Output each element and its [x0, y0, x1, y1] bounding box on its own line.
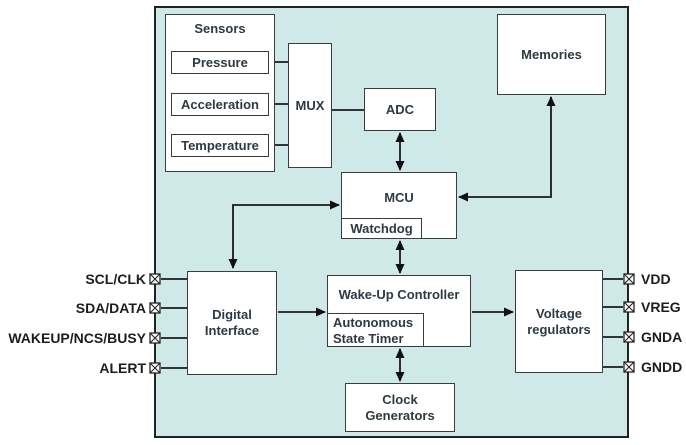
pin-pad-icon-sda-data	[149, 302, 161, 314]
pin-pad-icon-vdd	[623, 273, 635, 285]
pressure-block: Pressure	[171, 51, 269, 74]
mux-label: MUX	[295, 97, 325, 113]
mcu-block: MCU Watchdog	[341, 172, 457, 239]
adc-block: ADC	[364, 88, 436, 131]
autonomous-state-timer-block: Autonomous State Timer	[327, 313, 424, 347]
voltage-regulators-label: Voltage regulators	[527, 305, 591, 337]
pin-label-sda-data: SDA/DATA	[75, 300, 146, 316]
pin-pad-icon-scl-clk	[149, 273, 161, 285]
adc-label: ADC	[385, 101, 415, 117]
mux-block: MUX	[288, 43, 332, 168]
pin-label-vdd: VDD	[641, 271, 671, 287]
pin-pad-icon-gndd	[623, 361, 635, 373]
pin-pad-icon-wakeup-ncs-busy	[149, 332, 161, 344]
arrow-digitalinterface-mcu	[228, 200, 340, 269]
clock-generators-label: Clock Generators	[365, 391, 435, 423]
sensors-block: Sensors Pressure Acceleration Temperatur…	[165, 14, 275, 172]
memories-label: Memories	[521, 46, 582, 62]
clock-generators-block: Clock Generators	[345, 383, 455, 432]
sensors-title: Sensors	[194, 21, 246, 36]
wakeup-controller-label: Wake-Up Controller	[338, 287, 460, 303]
pin-pad-icon-vreg	[623, 301, 635, 313]
watchdog-block: Watchdog	[341, 218, 422, 239]
acceleration-label: Acceleration	[180, 96, 260, 112]
temperature-block: Temperature	[171, 134, 269, 157]
autonomous-state-timer-label: Autonomous State Timer	[333, 315, 414, 346]
pin-label-vreg: VREG	[641, 299, 681, 315]
wakeup-controller-block: Wake-Up Controller Autonomous State Time…	[327, 275, 471, 347]
arrow-memories-mcu	[458, 96, 556, 202]
pin-label-scl-clk: SCL/CLK	[85, 271, 146, 287]
pin-pad-icon-alert	[149, 362, 161, 374]
digital-interface-label: Digital Interface	[204, 307, 260, 338]
pin-pad-icon-gnda	[623, 331, 635, 343]
pin-label-gnda: GNDA	[641, 329, 683, 345]
temperature-label: Temperature	[181, 137, 259, 153]
voltage-regulators-block: Voltage regulators	[515, 270, 603, 373]
mcu-label: MCU	[384, 190, 414, 206]
acceleration-block: Acceleration	[171, 93, 269, 116]
watchdog-label: Watchdog	[350, 220, 413, 236]
pin-label-alert: ALERT	[99, 360, 146, 376]
digital-interface-block: Digital Interface	[187, 271, 277, 375]
pin-label-gndd: GNDD	[641, 359, 683, 375]
memories-block: Memories	[497, 14, 606, 95]
pressure-label: Pressure	[192, 54, 248, 70]
pin-label-wakeup-ncs-busy: WAKEUP/NCS/BUSY	[8, 330, 146, 346]
